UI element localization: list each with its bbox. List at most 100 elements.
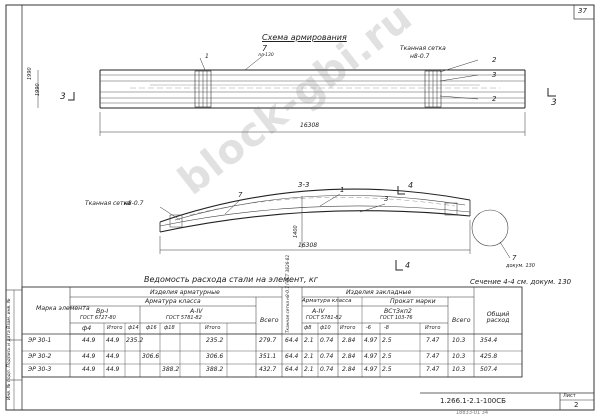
row-value: 354.4 bbox=[480, 337, 498, 344]
row-value: 64.4 bbox=[285, 366, 299, 373]
class-bp1: Вр-I bbox=[96, 308, 109, 315]
elev-height: 1400 bbox=[293, 225, 299, 238]
elev-pos3: 3 bbox=[384, 195, 389, 203]
elev-section4-top: 4 bbox=[408, 181, 414, 190]
grp-rebar: Изделия арматурные bbox=[150, 289, 220, 296]
sheet-label: Лист bbox=[563, 393, 576, 399]
plan-ref-top-sub: лл 130 bbox=[258, 53, 274, 58]
plan-pos2: 2 bbox=[492, 56, 497, 64]
row-value: 44.9 bbox=[106, 337, 120, 344]
class-aiv: А-IV bbox=[190, 308, 203, 315]
row-value: 64.4 bbox=[285, 337, 299, 344]
plan-pos1: 1 bbox=[205, 53, 209, 60]
elev-mesh-label: Тканная сетка bbox=[85, 200, 131, 207]
row-value: 388.2 bbox=[206, 366, 224, 373]
h-thick2: -8 bbox=[384, 325, 389, 331]
row-value: 44.9 bbox=[82, 337, 96, 344]
detail-ref: 7 bbox=[512, 254, 517, 262]
row-value: 10.3 bbox=[452, 353, 466, 360]
doc-code: 1.266.1-2.1-100СБ bbox=[440, 397, 506, 405]
h-rolled: Прокат марки bbox=[390, 298, 436, 305]
row-value: 2.84 bbox=[342, 337, 356, 344]
row-value: 4.97 bbox=[364, 337, 378, 344]
scheme-title: Схема армирования bbox=[262, 33, 347, 42]
plan-dim-a: 1990 bbox=[27, 67, 33, 80]
row-value: 10.3 bbox=[452, 337, 466, 344]
row-value: 507.4 bbox=[480, 366, 498, 373]
row-value: 351.1 bbox=[259, 353, 277, 360]
row-value: 2.5 bbox=[382, 353, 392, 360]
row-value: 0.74 bbox=[320, 366, 334, 373]
row-value: 44.9 bbox=[82, 353, 96, 360]
h-d8: ф8 bbox=[304, 325, 312, 331]
emb-class: Арматура класса bbox=[302, 298, 352, 304]
row-value: 235.2 bbox=[126, 337, 144, 344]
h-col-all: Всего bbox=[260, 317, 279, 324]
row-value: 0.74 bbox=[320, 337, 334, 344]
section-left: 3 bbox=[60, 92, 66, 102]
h-vst: ВСт3кп2 bbox=[384, 308, 412, 315]
row-value: 2.1 bbox=[304, 366, 314, 373]
h-gost-rolled: ГОСТ 103-76 bbox=[380, 315, 413, 321]
emb-gost: ГОСТ 5781-82 bbox=[306, 315, 342, 321]
row-value: 2.5 bbox=[382, 366, 392, 373]
row-value: 4.97 bbox=[364, 353, 378, 360]
row-value: 306.6 bbox=[142, 353, 160, 360]
row-value: 2.84 bbox=[342, 353, 356, 360]
row-value: 44.9 bbox=[106, 353, 120, 360]
row-mark: ЭР 30-1 bbox=[28, 337, 52, 344]
h-d4: ф4 bbox=[82, 325, 92, 332]
plan-dim-b: 1990 bbox=[35, 83, 41, 96]
row-value: 2.5 bbox=[382, 337, 392, 344]
gost-bp: ГОСТ 6727-80 bbox=[80, 315, 116, 321]
plan-mesh-label: Тканная сетка bbox=[400, 45, 446, 52]
row-value: 2.84 bbox=[342, 366, 356, 373]
section-caption: Сечение 4-4 см. докум. 130 bbox=[470, 278, 572, 286]
row-value: 306.6 bbox=[206, 353, 224, 360]
row-value: 7.47 bbox=[426, 337, 440, 344]
table-title: Ведомость расхода стали на элемент, кг bbox=[144, 275, 318, 284]
row-value: 7.47 bbox=[426, 366, 440, 373]
page-number: 37 bbox=[578, 7, 587, 15]
emb-a4: А-IV bbox=[312, 308, 325, 315]
grp-class: Арматура класса bbox=[145, 298, 201, 305]
row-value: 235.2 bbox=[206, 337, 224, 344]
side-stamp: Инв. № подл. Подпись и дата Взам. инв. № bbox=[7, 298, 12, 400]
h-d16: ф16 bbox=[146, 325, 157, 331]
elev-section-label: 3-3 bbox=[298, 181, 310, 189]
row-mark: ЭР 30-3 bbox=[28, 366, 52, 373]
row-value: 44.9 bbox=[106, 366, 120, 373]
plan-pos2b: 2 bbox=[492, 95, 497, 103]
h-d18: ф18 bbox=[164, 325, 175, 331]
gost-a: ГОСТ 5781-82 bbox=[166, 315, 202, 321]
elev-length: 16308 bbox=[298, 242, 318, 249]
row-value: 425.8 bbox=[480, 353, 498, 360]
col-mark: Марка элемента bbox=[36, 305, 90, 312]
row-value: 279.7 bbox=[259, 337, 277, 344]
elev-section4-bottom: 4 bbox=[405, 261, 411, 270]
h-d10: ф10 bbox=[320, 325, 331, 331]
h-total-use: Общий расход bbox=[486, 311, 510, 325]
h-total-4: Итого bbox=[425, 325, 441, 331]
row-value: 64.4 bbox=[285, 353, 299, 360]
row-value: 44.9 bbox=[82, 366, 96, 373]
h-total-2: Итого bbox=[205, 325, 221, 331]
row-value: 388.2 bbox=[162, 366, 180, 373]
bottom-code: 18833-01 34 bbox=[456, 410, 489, 416]
plan-length: 16308 bbox=[300, 122, 320, 129]
h-d14: ф14 bbox=[128, 325, 139, 331]
row-value: 2.1 bbox=[304, 337, 314, 344]
section-right: 3 bbox=[551, 98, 557, 108]
row-value: 2.1 bbox=[304, 353, 314, 360]
sheet-number: 2 bbox=[574, 401, 579, 409]
h-total-1: Итого bbox=[107, 325, 123, 331]
row-value: 10.3 bbox=[452, 366, 466, 373]
row-value: 0.74 bbox=[320, 353, 334, 360]
h-total-3: Итого bbox=[340, 325, 356, 331]
grp-embedded: Изделия закладные bbox=[346, 289, 412, 296]
elev-pos1: 1 bbox=[340, 186, 345, 194]
row-value: 4.97 bbox=[364, 366, 378, 373]
elev-pos7: 7 bbox=[238, 191, 243, 199]
